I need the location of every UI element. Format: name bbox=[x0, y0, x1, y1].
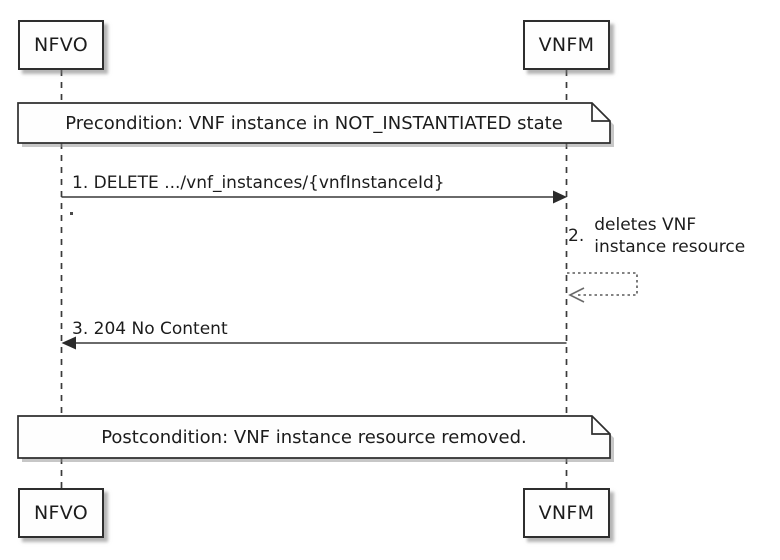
participant-nfvo-top-label: NFVO bbox=[34, 34, 88, 56]
participant-nfvo-bottom-label: NFVO bbox=[34, 502, 88, 524]
precondition-note-fold-icon bbox=[591, 103, 610, 122]
message2-label: 2. deletes VNF instance resource bbox=[568, 214, 745, 258]
participant-nfvo-top: NFVO bbox=[18, 20, 104, 70]
precondition-note-shape bbox=[17, 102, 611, 144]
message1-label: 1. DELETE .../vnf_instances/{vnfInstance… bbox=[72, 173, 445, 193]
message1-arrowhead-icon bbox=[553, 190, 567, 204]
message2-open-arrowhead-icon bbox=[568, 287, 585, 303]
message2-text-line1: deletes VNF bbox=[594, 215, 697, 235]
participant-vnfm-bottom: VNFM bbox=[523, 488, 610, 538]
participant-vnfm-top: VNFM bbox=[523, 20, 610, 70]
postcondition-note-text: Postcondition: VNF instance resource rem… bbox=[101, 426, 527, 448]
message2-text-lines: deletes VNF instance resource bbox=[594, 214, 745, 258]
participant-vnfm-bottom-label: VNFM bbox=[538, 502, 595, 524]
precondition-note-text: Precondition: VNF instance in NOT_INSTAN… bbox=[65, 112, 563, 134]
postcondition-note-fold-icon bbox=[591, 416, 610, 435]
participant-vnfm-top-label: VNFM bbox=[538, 34, 595, 56]
postcondition-note-shape bbox=[17, 415, 611, 459]
message2-text-line2: instance resource bbox=[594, 237, 746, 257]
message3-arrowhead-icon bbox=[61, 336, 76, 350]
message2-self-loop-line bbox=[567, 272, 638, 296]
message2-number: 2. bbox=[568, 226, 585, 246]
artifact-dot bbox=[70, 212, 73, 215]
participant-nfvo-bottom: NFVO bbox=[18, 488, 104, 538]
message3-label: 3. 204 No Content bbox=[72, 319, 228, 339]
